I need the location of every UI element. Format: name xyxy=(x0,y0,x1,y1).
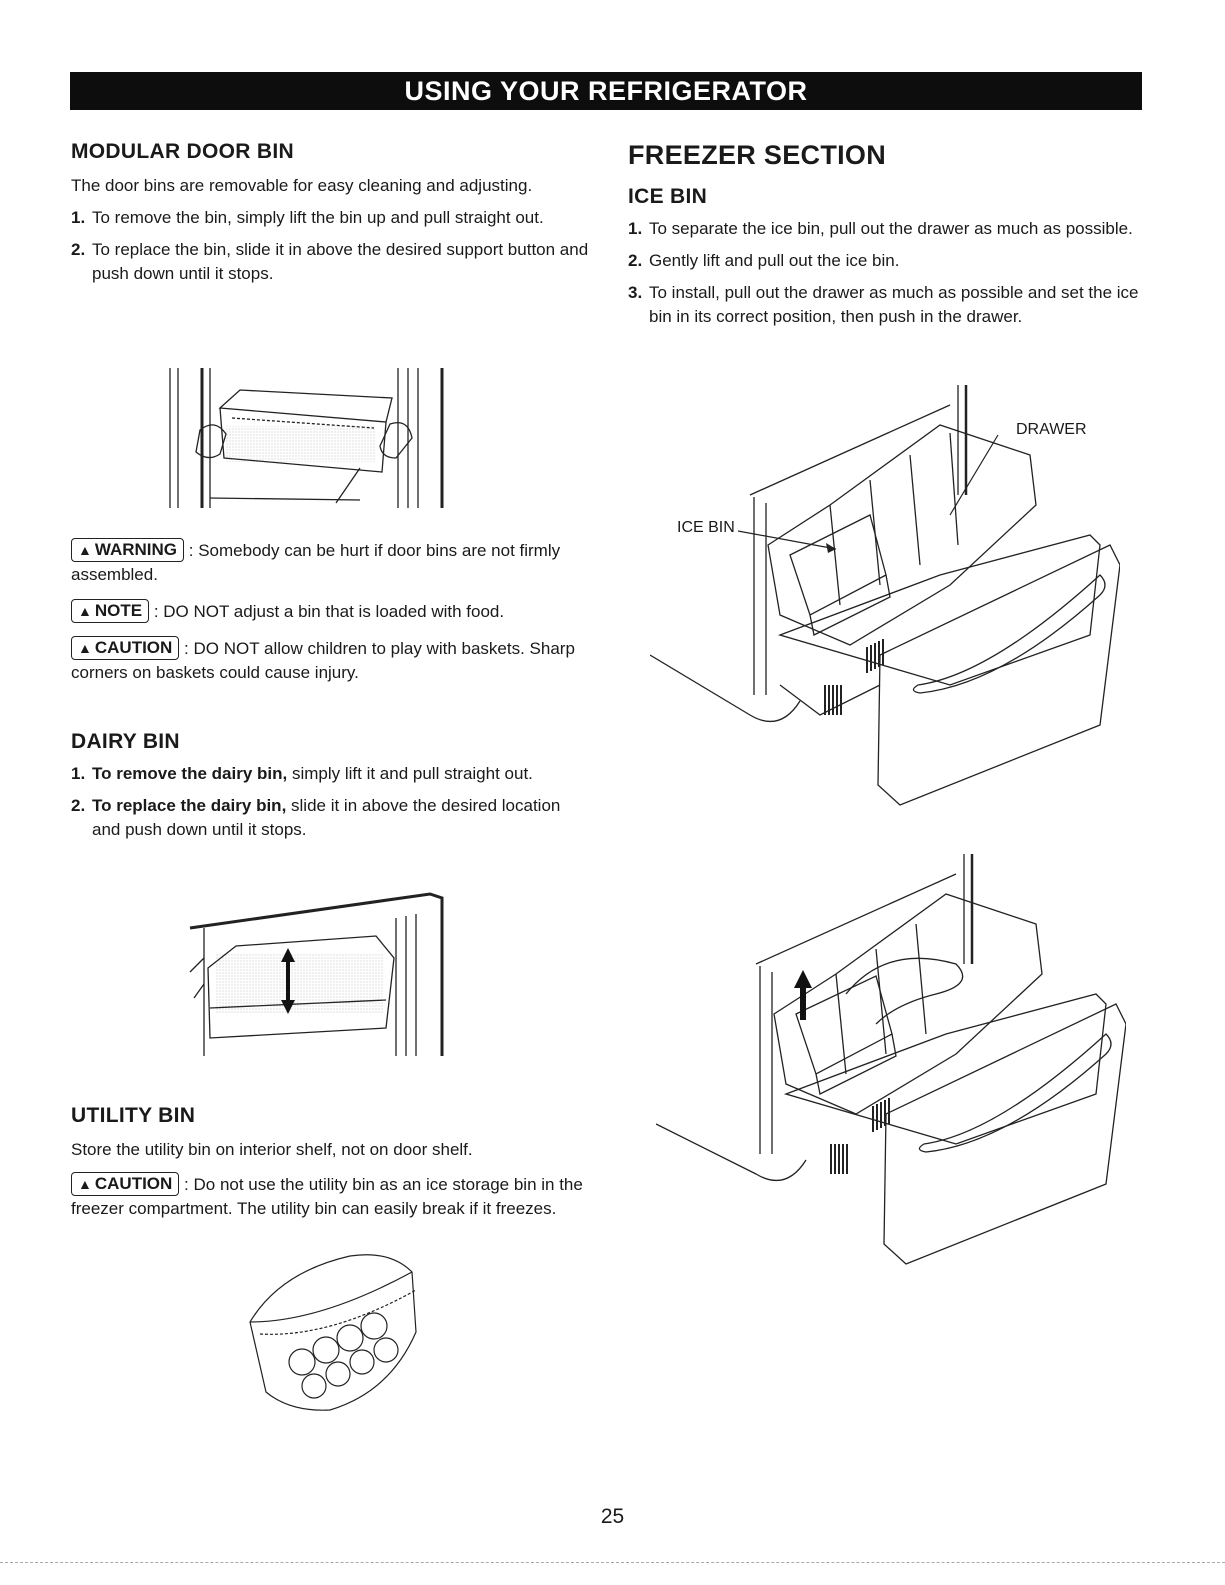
list-item: 1.To remove the dairy bin, simply lift i… xyxy=(71,764,533,783)
caution-notice: ▲CAUTION : Do not use the utility bin as… xyxy=(71,1172,583,1218)
ice-bin-steps: 1.To separate the ice bin, pull out the … xyxy=(628,217,1148,329)
note-badge: ▲NOTE xyxy=(71,599,150,623)
warning-notice: ▲WARNING : Somebody can be hurt if door … xyxy=(71,538,561,584)
bottom-rule xyxy=(0,1562,1225,1563)
freezer-drawer-lift-illustration xyxy=(656,854,1126,1265)
freezer-section-heading: FREEZER SECTION xyxy=(628,140,887,170)
dairy-bin-illustration xyxy=(189,892,444,1056)
utility-bin-heading: UTILITY BIN xyxy=(71,1104,196,1127)
dairy-section: DAIRY BIN 1.To remove the dairy bin, sim… xyxy=(71,730,591,842)
caution-badge: ▲CAUTION xyxy=(71,1172,180,1196)
dairy-steps: 1.To remove the dairy bin, simply lift i… xyxy=(71,762,591,842)
warning-triangle-icon: ▲ xyxy=(78,1176,92,1192)
modular-intro: The door bins are removable for easy cle… xyxy=(71,176,533,195)
freezer-drawer-illustration xyxy=(650,385,1120,806)
right-column: FREEZER SECTION ICE BIN 1.To separate th… xyxy=(628,140,1148,329)
list-item: 1.To separate the ice bin, pull out the … xyxy=(628,219,1133,238)
modular-steps: 1.To remove the bin, simply lift the bin… xyxy=(71,206,591,286)
left-column: MODULAR DOOR BIN The door bins are remov… xyxy=(71,140,591,286)
ice-bin-heading: ICE BIN xyxy=(628,185,708,208)
list-item: 2.To replace the dairy bin, slide it in … xyxy=(71,796,561,839)
caution-badge: ▲CAUTION xyxy=(71,636,180,660)
modular-door-bin-heading: MODULAR DOOR BIN xyxy=(71,140,294,163)
drawer-label: DRAWER xyxy=(1016,421,1087,438)
list-item: 1.To remove the bin, simply lift the bin… xyxy=(71,208,544,227)
ice-bin-label: ICE BIN xyxy=(677,519,735,536)
warning-triangle-icon: ▲ xyxy=(78,640,92,656)
list-item: 3.To install, pull out the drawer as muc… xyxy=(628,283,1139,326)
caution-notice: ▲CAUTION : DO NOT allow children to play… xyxy=(71,636,575,682)
door-bin-illustration xyxy=(169,368,444,508)
warning-triangle-icon: ▲ xyxy=(78,542,92,558)
warning-triangle-icon: ▲ xyxy=(78,603,92,619)
utility-bin-illustration xyxy=(249,1254,417,1411)
utility-intro: Store the utility bin on interior shelf,… xyxy=(71,1140,473,1159)
note-notice: ▲NOTE : DO NOT adjust a bin that is load… xyxy=(71,599,591,624)
list-item: 2.Gently lift and pull out the ice bin. xyxy=(628,251,900,270)
modular-notices: ▲WARNING : Somebody can be hurt if door … xyxy=(71,538,591,685)
page-banner: USING YOUR REFRIGERATOR xyxy=(70,72,1142,110)
page-number: 25 xyxy=(600,1505,625,1528)
list-item: 2.To replace the bin, slide it in above … xyxy=(71,240,589,283)
utility-section: UTILITY BIN Store the utility bin on int… xyxy=(71,1104,591,1221)
dairy-bin-heading: DAIRY BIN xyxy=(71,730,180,753)
warning-badge: ▲WARNING xyxy=(71,538,185,562)
